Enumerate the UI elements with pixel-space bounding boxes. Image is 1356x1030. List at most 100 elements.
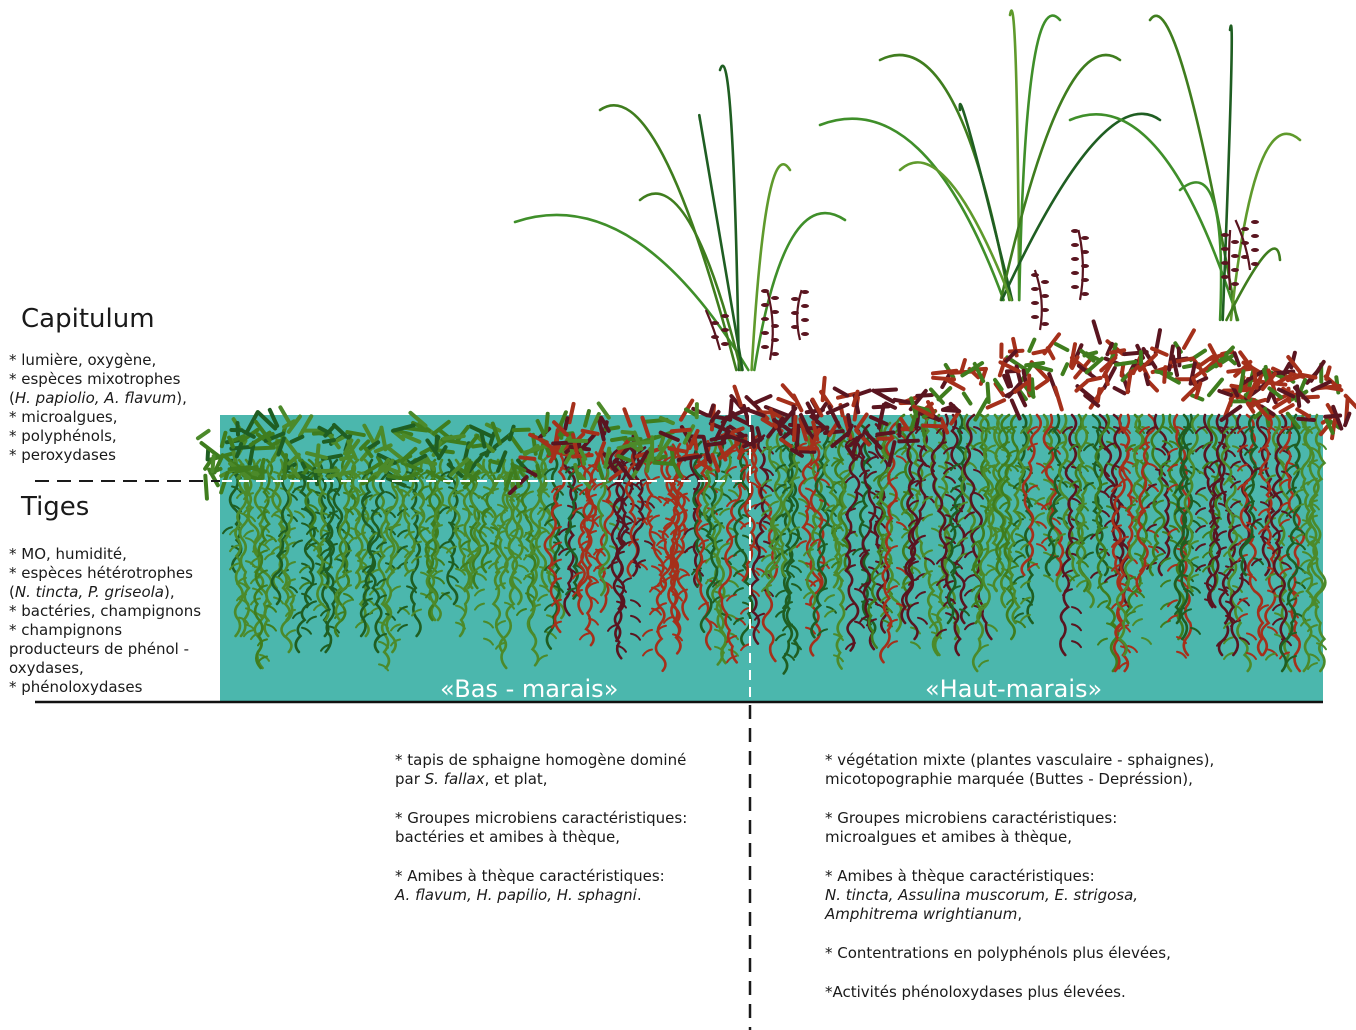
moss-capitulum-leaf [1111,350,1124,352]
shrub-leaf [1241,227,1249,231]
shrub-leaf [1251,248,1259,252]
shrub-leaf [801,290,809,294]
shrub-leaf [1081,236,1089,240]
shrub-leaf [1251,234,1259,238]
shrub-leaf [771,324,779,328]
moss-capitulum-leaf [988,384,989,402]
moss-capitulum-leaf [1298,419,1314,420]
moss-capitulum-leaf [1032,379,1033,396]
shrub-leaf [711,321,719,325]
shrub-leaf [1081,250,1089,254]
description-line: * Amibes à thèque caractéristiques: [395,867,687,886]
moss-capitulum-leaf [565,418,567,429]
moss-capitulum-leaf [237,423,238,435]
shrub-leaf [1221,233,1229,237]
moss-capitulum-leaf [835,388,848,395]
haut-marais-description: * végétation mixte (plantes vasculaire -… [825,751,1214,1022]
moss-capitulum-leaf [317,445,319,465]
description-line: par S. fallax, et plat, [395,770,687,789]
description-paragraph: * Amibes à thèque caractéristiques:A. fl… [395,867,687,905]
moss-capitulum-leaf [875,390,896,391]
shrub-leaf [761,303,769,307]
moss-capitulum-leaf [1063,364,1068,374]
shrub-leaf [761,289,769,293]
moss-capitulum-leaf [1023,371,1025,382]
moss-capitulum-leaf [877,432,893,434]
capitulum-item: * espèces mixotrophes [9,370,187,389]
tiges-item: oxydases, [9,659,201,678]
grass-blade [820,119,1004,300]
moss-capitulum-leaf [654,463,673,464]
grass-blades [515,11,1300,370]
moss-capitulum-leaf [1098,389,1100,401]
shrub-leaf [1041,308,1049,312]
moss-capitulum-leaf [1055,388,1062,410]
capitulum-item: * lumière, oxygène, [9,351,187,370]
description-paragraph: * tapis de sphaigne homogène dominépar S… [395,751,687,789]
moss-capitulum-leaf [315,471,338,472]
moss-capitulum-leaf [1037,381,1048,389]
moss-capitulum-leaf [933,378,954,380]
description-paragraph: *Activités phénoloxydases plus élevées. [825,983,1214,1002]
moss-capitulum-leaf [874,406,889,407]
tiges-item: producteurs de phénol - [9,640,201,659]
capitulum-item: * microalgues, [9,408,187,427]
description-line: * Groupes microbiens caractéristiques: [395,809,687,828]
moss-capitulum-leaf [672,430,690,432]
moss-capitulum-leaf [730,400,732,420]
shrub-leaf [1031,315,1039,319]
moss-capitulum-leaf [612,438,626,440]
shrub-leaf [1231,240,1239,244]
shrub-leaf [1231,254,1239,258]
moss-capitulum-leaf [537,466,539,478]
shrub-leaf [721,342,729,346]
shrub-leaf [1071,229,1079,233]
moss-capitulum-leaf [1088,378,1101,381]
shrub-leaf [1041,322,1049,326]
shrub-leaf [1071,243,1079,247]
moss-capitulum-leaf [253,448,273,449]
description-paragraph: * végétation mixte (plantes vasculaire -… [825,751,1214,789]
shrub-leaf [1081,278,1089,282]
shrub-leaf [1071,271,1079,275]
tiges-item: * MO, humidité, [9,545,201,564]
moss-capitulum-leaf [205,461,211,469]
bas-marais-description: * tapis de sphaigne homogène dominépar S… [395,751,687,925]
tiges-item: * champignons [9,621,201,640]
tiges-title: Tiges [21,492,89,522]
capitulum-item: * polyphénols, [9,427,187,446]
shrub-twigs [706,220,1259,360]
moss-capitulum-leaf [797,429,799,450]
moss-capitulum-leaf [783,385,795,399]
shrub-leaf [761,317,769,321]
shrub-twig [1035,270,1042,330]
shrub-leaf [1221,261,1229,265]
moss-capitulum-leaf [801,451,815,452]
shrub-leaf [1231,282,1239,286]
moss-capitulum-leaf [1228,369,1250,372]
moss-capitulum-leaf [208,449,209,460]
shrub-leaf [1241,241,1249,245]
moss-capitulum-leaf [1029,340,1034,351]
shrub-leaf [711,335,719,339]
moss-capitulum-leaf [623,432,633,433]
bas-marais-label: «Bas - marais» [440,675,618,703]
shrub-leaf [1231,268,1239,272]
moss-capitulum-leaf [1297,386,1299,406]
shrub-leaf [1041,280,1049,284]
shrub-leaf [771,352,779,356]
shrub-leaf [1071,285,1079,289]
tiges-list: * MO, humidité, * espèces hétérotrophes … [9,545,201,697]
description-line: * tapis de sphaigne homogène dominé [395,751,687,770]
moss-capitulum-leaf [514,430,529,431]
tiges-item: * phénoloxydases [9,678,201,697]
moss-capitulum-leaf [707,443,725,446]
moss-capitulum-leaf [324,440,334,442]
tiges-item: * bactéries, champignons [9,602,201,621]
shrub-twig [797,290,801,340]
capitulum-list: * lumière, oxygène, * espèces mixotrophe… [9,351,187,465]
shrub-leaf [1221,247,1229,251]
moss-capitulum-leaf [198,431,209,438]
moss-capitulum-leaf [755,396,770,403]
shrub-leaf [771,296,779,300]
